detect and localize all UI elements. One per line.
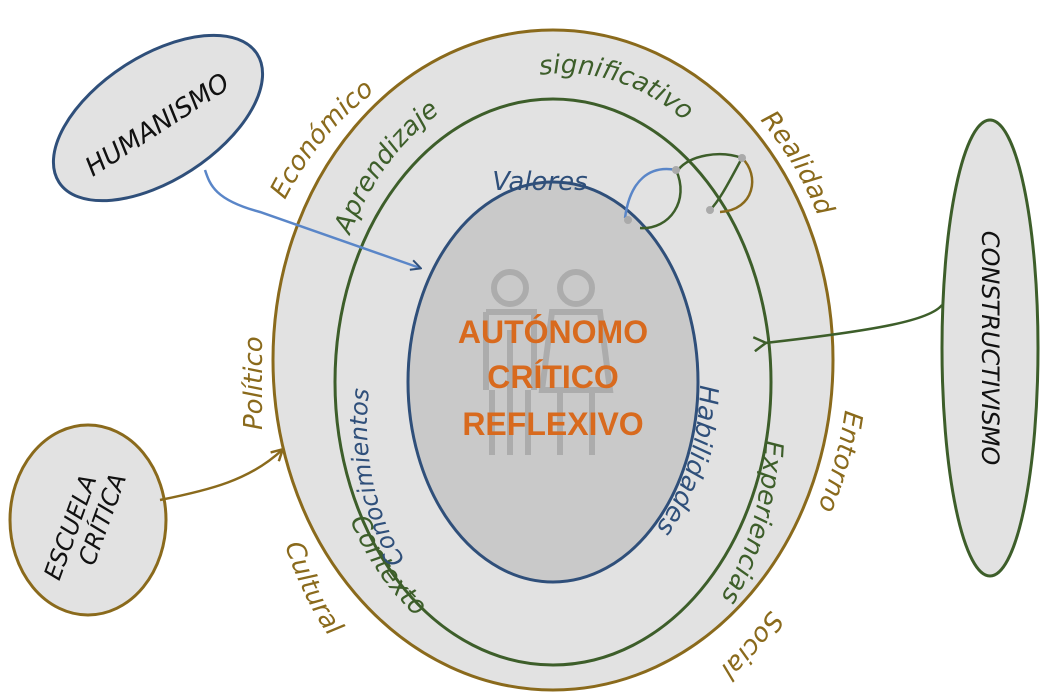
center-line-1: AUTÓNOMO bbox=[458, 314, 648, 350]
connector-dot bbox=[706, 206, 714, 214]
connector-loop-blue bbox=[623, 167, 677, 219]
arrow-escuela-critica bbox=[159, 450, 282, 502]
connector-dot bbox=[624, 216, 632, 224]
arrow-humanismo bbox=[203, 169, 420, 268]
center-line-2: CRÍTICO bbox=[487, 359, 619, 395]
node-constructivismo: CONSTRUCTIVISMO bbox=[940, 118, 1040, 578]
connector-dot bbox=[738, 154, 746, 162]
node-constructivismo-label: CONSTRUCTIVISMO bbox=[976, 231, 1004, 466]
connector-loop-gold bbox=[719, 157, 754, 214]
center-line-3: REFLEXIVO bbox=[462, 406, 643, 442]
connector-dot bbox=[672, 166, 680, 174]
node-humanismo: HUMANISMO bbox=[51, 33, 265, 203]
node-escuela-critica: ESCUELA CRÍTICA bbox=[8, 423, 168, 617]
arrow-constructivismo bbox=[765, 304, 943, 343]
label-politico: Político bbox=[239, 336, 269, 430]
label-valores: Valores bbox=[492, 167, 587, 197]
connector-loop-green bbox=[639, 169, 682, 230]
connector-loop-green-2 bbox=[677, 152, 743, 171]
inner-ring bbox=[406, 180, 700, 584]
center-labels: AUTÓNOMO CRÍTICO REFLEXIVO bbox=[458, 314, 648, 442]
couple-icon bbox=[483, 269, 614, 455]
